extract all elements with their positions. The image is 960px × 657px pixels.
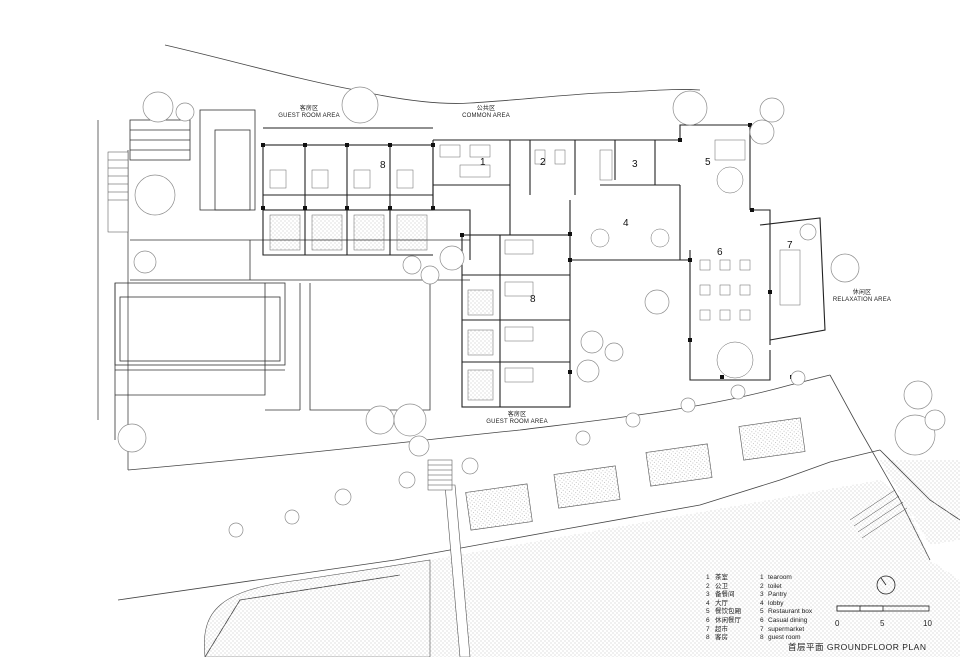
legend-zh: 备餐间 xyxy=(715,591,735,599)
legend-en: supermarket xyxy=(768,625,805,633)
label-zh: 客房区 xyxy=(299,106,319,112)
legend-zh: 公卫 xyxy=(715,582,728,590)
legend-row: 7 超市 7 supermarket xyxy=(706,626,812,635)
legend-en: guest room xyxy=(768,634,801,642)
label-en: GUEST ROOM AREA xyxy=(278,113,340,119)
scale-label-10: 10 xyxy=(923,619,932,628)
building-walls xyxy=(262,124,826,408)
legend-zh: 餐饮包厢 xyxy=(715,608,741,616)
scale-bar xyxy=(836,605,930,612)
label-en: GUEST ROOM AREA xyxy=(486,419,548,425)
room-number-guest-top: 8 xyxy=(380,160,386,171)
trees xyxy=(117,86,946,538)
legend-row: 5 餐饮包厢 5 Restaurant box xyxy=(706,608,812,617)
label-zh: 公共区 xyxy=(476,106,496,112)
legend-num-en: 6 xyxy=(760,616,764,624)
legend-num: 3 xyxy=(706,591,710,599)
legend-row: 6 休闲餐厅 6 Casual dining xyxy=(706,617,812,626)
legend-num: 4 xyxy=(706,599,710,607)
columns xyxy=(261,123,794,379)
room-number-restaurant-box: 5 xyxy=(705,157,711,168)
legend-zh: 大厅 xyxy=(715,599,728,607)
label-guest-room-area-top: 客房区 GUEST ROOM AREA xyxy=(272,106,346,120)
label-relaxation-area: 休闲区 RELAXATION AREA xyxy=(826,290,898,304)
legend-en: Casual dining xyxy=(768,616,808,624)
legend-row: 1 茶室 1 tearoom xyxy=(706,574,812,583)
legend-row: 4 大厅 4 lobby xyxy=(706,600,812,609)
legend-en: Restaurant box xyxy=(768,608,813,616)
legend-num: 6 xyxy=(706,616,710,624)
legend-num-en: 2 xyxy=(760,582,764,590)
legend-en: tearoom xyxy=(768,574,792,581)
furniture xyxy=(269,139,801,401)
room-number-pantry: 3 xyxy=(632,159,638,170)
legend-num-en: 3 xyxy=(760,591,764,599)
room-number-supermarket: 7 xyxy=(787,240,793,251)
label-en: COMMON AREA xyxy=(462,113,510,119)
legend-num-en: 7 xyxy=(760,625,764,633)
legend-row: 3 备餐间 3 Pantry xyxy=(706,591,812,600)
room-number-lobby: 4 xyxy=(623,218,629,229)
legend-num-en: 5 xyxy=(760,608,764,616)
label-common-area: 公共区 COMMON AREA xyxy=(452,106,520,120)
ground-hatch xyxy=(204,460,960,657)
scale-label-5: 5 xyxy=(880,619,885,628)
legend-row: 2 公卫 2 toilet xyxy=(706,583,812,592)
legend-en: Pantry xyxy=(768,591,787,599)
legend-num: 8 xyxy=(706,634,710,642)
planters xyxy=(465,417,806,531)
legend-num-en: 1 xyxy=(760,574,764,581)
room-number-casual-dining: 6 xyxy=(717,247,723,258)
drawing-title: 首层平面 GROUNDFLOOR PLAN xyxy=(788,642,927,652)
legend-num-en: 8 xyxy=(760,634,764,642)
site-stairs xyxy=(107,151,908,539)
label-zh: 休闲区 xyxy=(852,290,872,296)
legend-zh: 客房 xyxy=(715,634,728,642)
pool xyxy=(114,282,431,440)
room-number-tearoom: 1 xyxy=(480,157,486,168)
label-zh: 客房区 xyxy=(507,412,527,418)
scale-label-0: 0 xyxy=(835,619,840,628)
room-number-guest-bottom: 8 xyxy=(530,294,536,305)
left-structure xyxy=(129,109,470,281)
legend-zh: 超市 xyxy=(715,625,728,633)
room-number-toilet: 2 xyxy=(540,157,546,168)
legend-num: 2 xyxy=(706,582,710,590)
legend-num: 5 xyxy=(706,608,710,616)
legend-num: 7 xyxy=(706,625,710,633)
legend-en: lobby xyxy=(768,599,784,607)
legend-zh: 休闲餐厅 xyxy=(715,616,741,624)
label-guest-room-area-bottom: 客房区 GUEST ROOM AREA xyxy=(480,412,554,426)
legend-row: 8 客房 8 guest room xyxy=(706,634,812,643)
legend-num-en: 4 xyxy=(760,599,764,607)
legend-en: toilet xyxy=(768,582,782,590)
legend-num: 1 xyxy=(706,574,710,581)
label-en: RELAXATION AREA xyxy=(832,297,892,303)
north-arrow xyxy=(876,575,896,595)
legend-zh: 茶室 xyxy=(715,574,728,581)
